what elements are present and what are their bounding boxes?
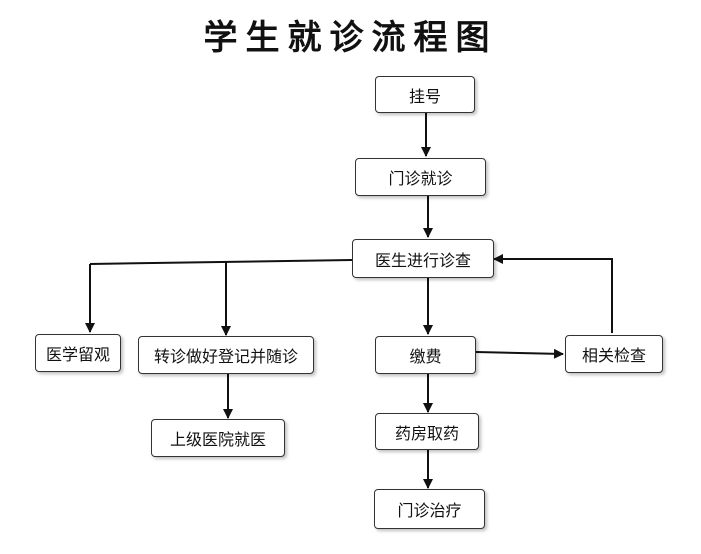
node-pay: 缴费 [375,336,476,374]
node-pharmacy: 药房取药 [375,413,479,450]
node-doctor-exam: 医生进行诊查 [352,239,494,278]
node-tests: 相关检查 [565,335,663,373]
node-referral: 转诊做好登记并随诊 [138,336,314,374]
node-outpatient-treatment: 门诊治疗 [374,489,485,529]
line-exam-to-left-branch [89,259,353,265]
node-higher-hospital: 上级医院就医 [151,419,285,457]
diagram-title: 学生就诊流程图 [203,18,498,58]
arrow-pay-to-tests [475,348,564,359]
arrow-tests-back-to-exam [493,254,613,333]
node-register: 挂号 [375,76,475,113]
node-outpatient-visit: 门诊就诊 [355,158,486,196]
node-observation: 医学留观 [35,334,121,372]
